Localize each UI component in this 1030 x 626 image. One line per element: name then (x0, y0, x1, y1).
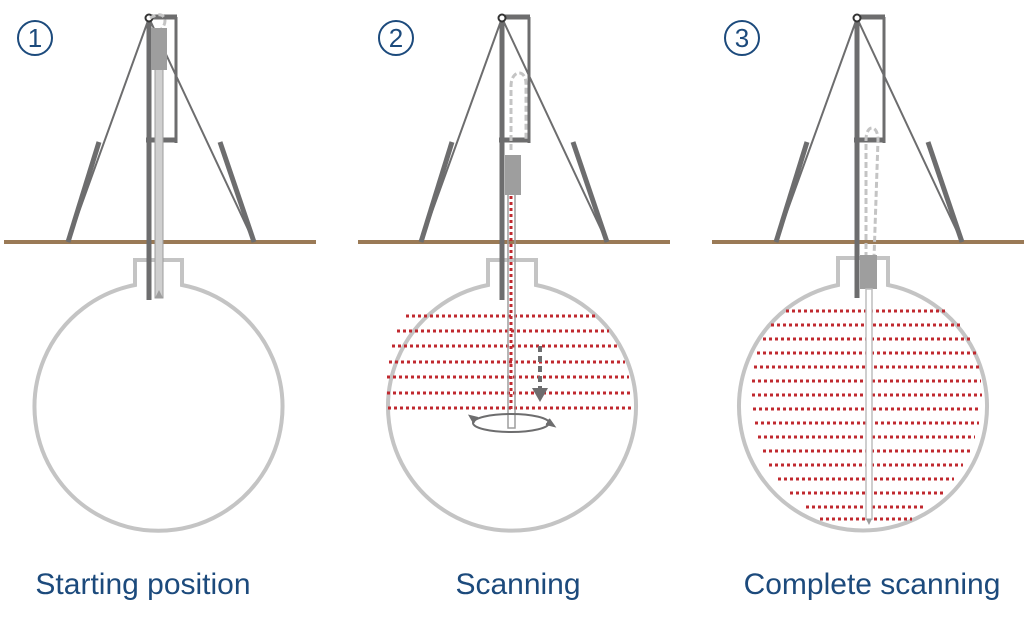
probe-head (860, 255, 877, 289)
probe-head (505, 155, 521, 195)
probe-tip (866, 519, 872, 525)
panel-complete-scanning: 3 Complete scanning (712, 13, 1024, 601)
step-number: 1 (28, 23, 42, 53)
tripod-frame (418, 14, 610, 300)
probe-head (151, 28, 167, 70)
tripod-frame (773, 14, 965, 298)
step-label: Complete scanning (744, 568, 1001, 601)
panel-starting-position: 1 Starting position (4, 13, 316, 601)
cable (864, 126, 880, 259)
step-number-circle (378, 20, 414, 56)
step-number: 3 (735, 23, 749, 53)
down-arrow-icon (532, 346, 548, 402)
tank-outline (32, 258, 285, 533)
probe-rod (154, 29, 164, 299)
step-label: Starting position (35, 568, 250, 601)
pulley (497, 13, 507, 23)
step-number-circle (724, 20, 760, 56)
panel-scanning: 2 Scanning (358, 13, 670, 601)
step-number-circle (17, 20, 53, 56)
cable (509, 71, 528, 150)
rotation-arrow-icon (467, 413, 557, 433)
probe-tip (155, 290, 163, 298)
pulley (852, 13, 862, 23)
step-number: 2 (389, 23, 403, 53)
step-label: Scanning (455, 568, 580, 601)
probe-rod (865, 288, 873, 520)
